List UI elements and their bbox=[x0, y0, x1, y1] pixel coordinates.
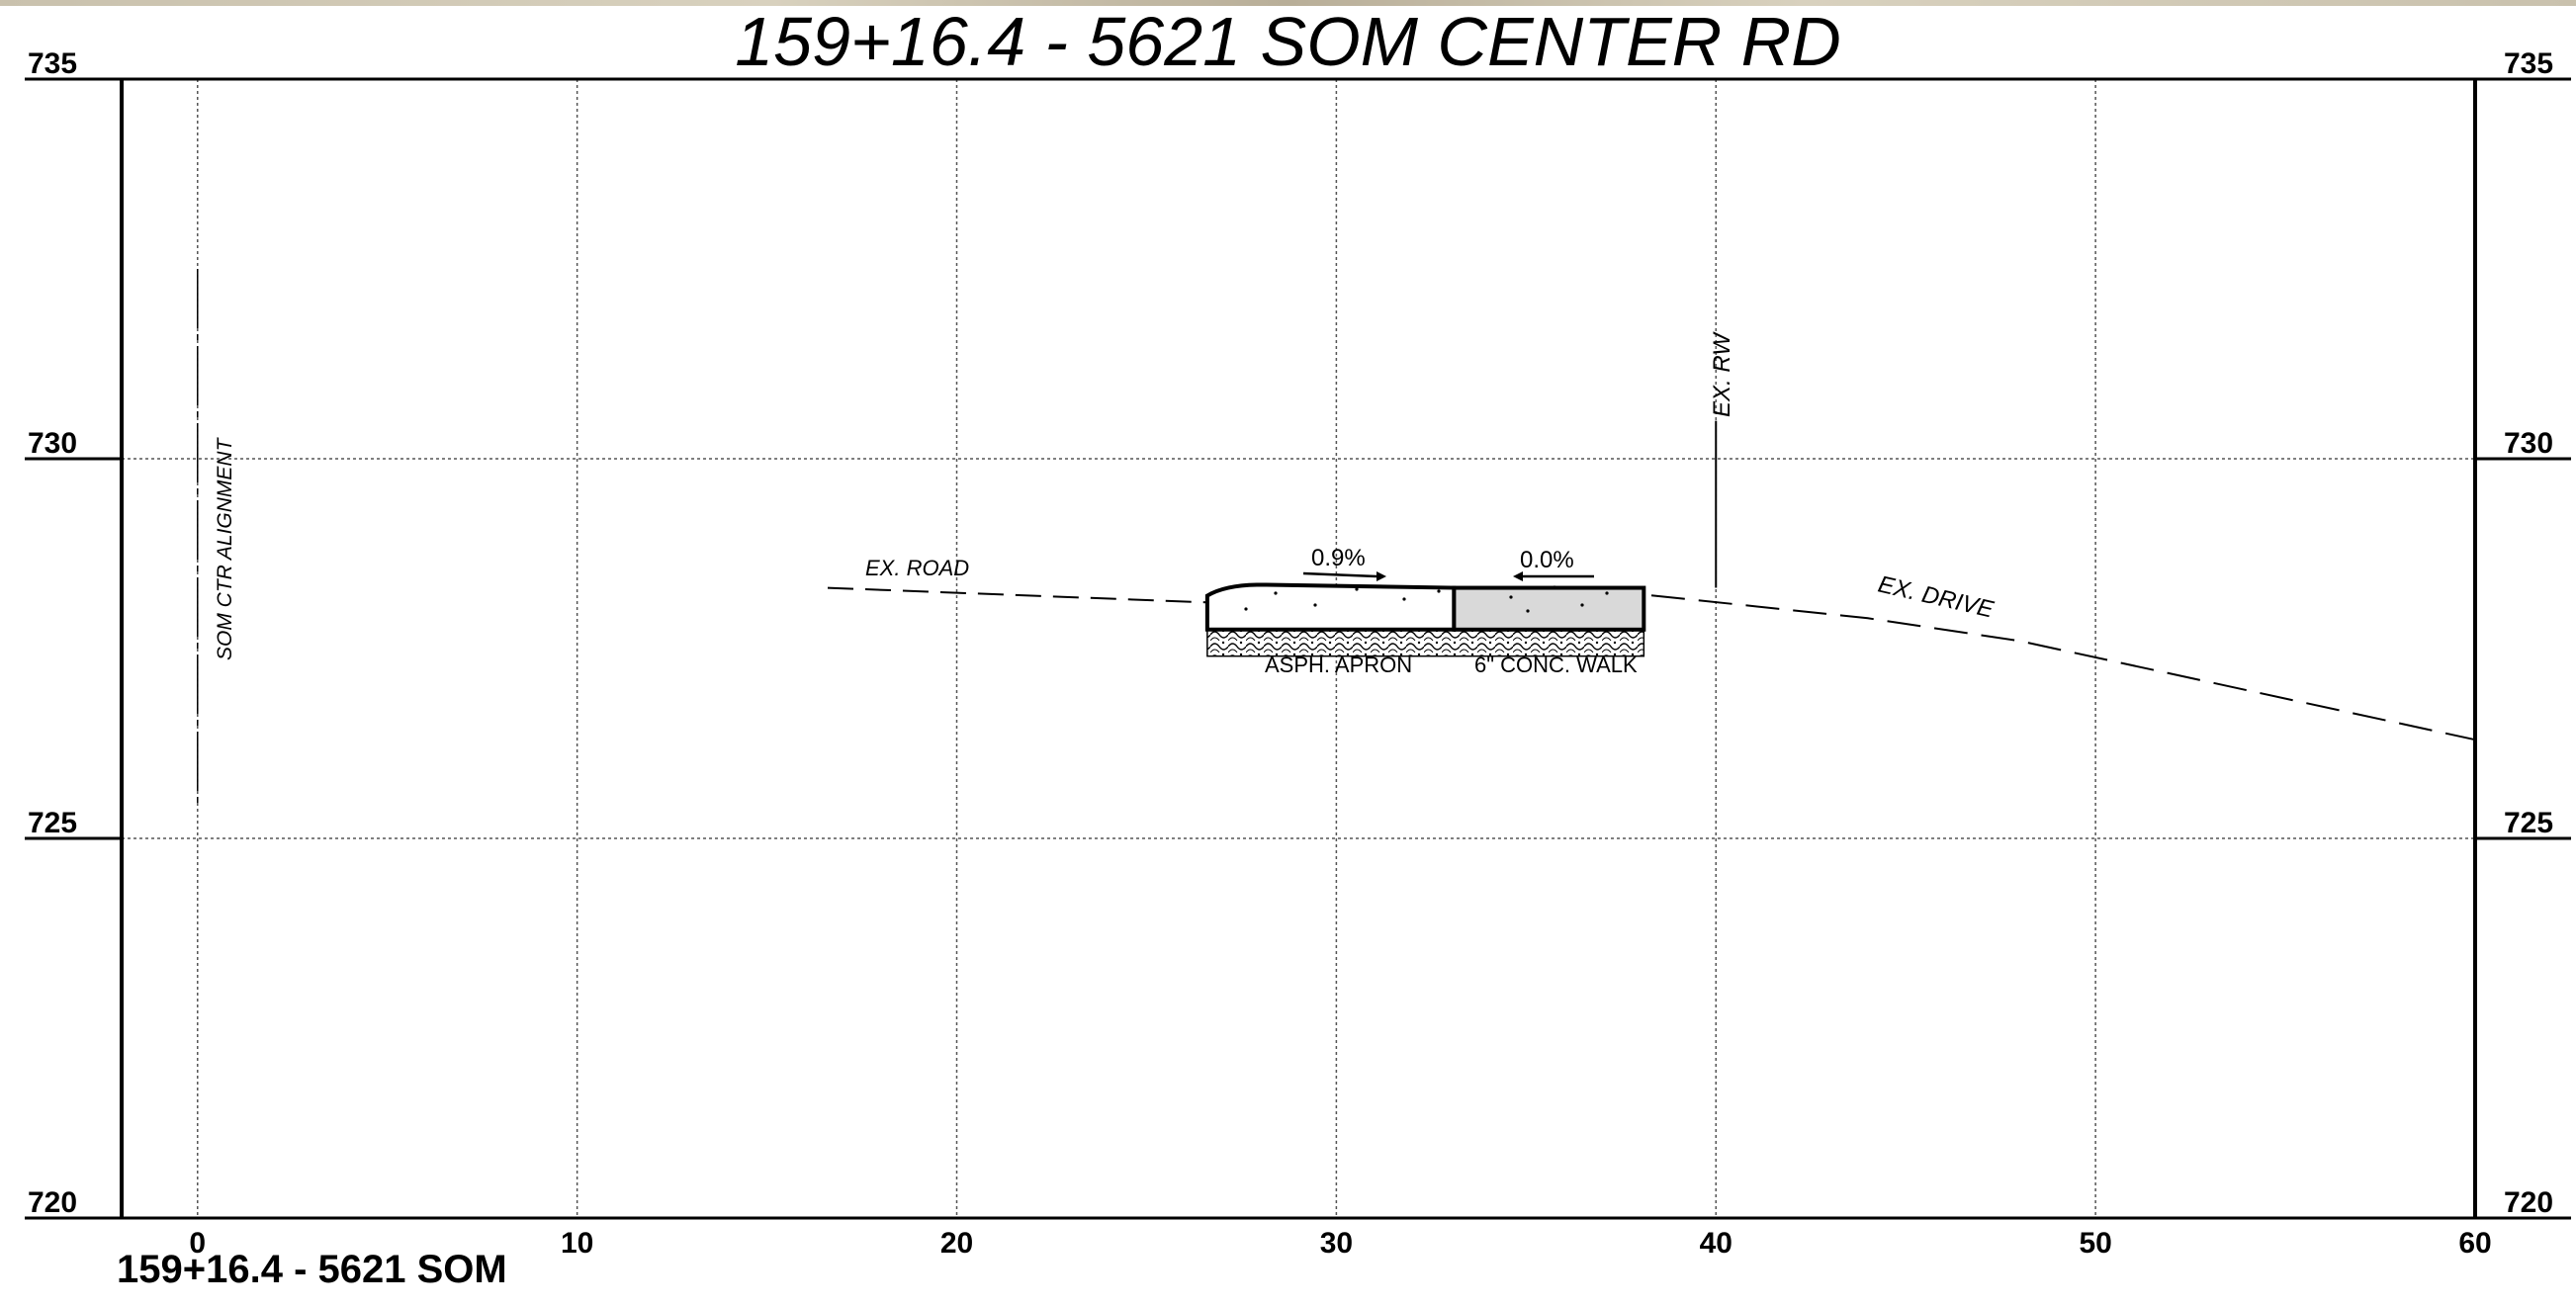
y-tick-label-right: 725 bbox=[2504, 807, 2553, 839]
alignment-label: SOM CTR ALIGNMENT bbox=[214, 436, 236, 660]
ex-drive-label: EX. DRIVE bbox=[1876, 571, 1998, 624]
concrete-walk bbox=[1452, 585, 1646, 632]
x-tick-label: 10 bbox=[561, 1227, 593, 1260]
texture-dot bbox=[1509, 595, 1513, 599]
background-strip bbox=[0, 0, 2576, 6]
asphalt-apron bbox=[1204, 582, 1457, 632]
texture-dot bbox=[1580, 603, 1584, 607]
y-tick-label-left: 725 bbox=[28, 807, 77, 839]
texture-dot bbox=[1274, 591, 1278, 595]
ex-rw-label: EX. RW bbox=[1709, 331, 1735, 417]
ex-road-line bbox=[827, 586, 1223, 604]
texture-dot bbox=[1313, 603, 1317, 607]
x-tick-label: 50 bbox=[2079, 1227, 2111, 1260]
texture-dot bbox=[1526, 609, 1530, 613]
texture-dot bbox=[1553, 585, 1556, 589]
walk-slope-arrowhead bbox=[1513, 571, 1523, 581]
y-tick-label-left: 720 bbox=[28, 1186, 77, 1219]
y-tick-label-right: 735 bbox=[2504, 47, 2553, 80]
ex-road-label: EX. ROAD bbox=[865, 556, 969, 580]
apron-slope-label: 0.9% bbox=[1311, 545, 1366, 571]
x-tick-label: 40 bbox=[1700, 1227, 1732, 1260]
apron-slope-arrow bbox=[1302, 571, 1377, 578]
apron-slope-arrowhead bbox=[1377, 571, 1386, 581]
texture-dot bbox=[1437, 589, 1441, 593]
y-tick-label-left: 730 bbox=[28, 427, 77, 460]
walk-slope-label: 0.0% bbox=[1520, 547, 1574, 573]
x-tick-label: 30 bbox=[1320, 1227, 1353, 1260]
asph-apron-label: ASPH. APRON bbox=[1265, 653, 1412, 677]
y-tick-label-right: 720 bbox=[2504, 1186, 2553, 1219]
texture-dot bbox=[1355, 587, 1359, 591]
ex-drive-line bbox=[1650, 594, 2476, 741]
texture-dot bbox=[1605, 591, 1609, 595]
y-tick-label-left: 735 bbox=[28, 47, 77, 80]
texture-dot bbox=[1244, 607, 1248, 611]
x-tick-label: 20 bbox=[940, 1227, 973, 1260]
y-tick-label-right: 730 bbox=[2504, 427, 2553, 460]
footer-label: 159+16.4 - 5621 SOM bbox=[117, 1248, 507, 1291]
conc-walk-label: 6" CONC. WALK bbox=[1474, 653, 1638, 677]
drawing-title: 159+16.4 - 5621 SOM CENTER RD bbox=[735, 3, 1841, 80]
base-course bbox=[1206, 629, 1645, 657]
texture-dot bbox=[1402, 597, 1406, 601]
x-tick-label: 60 bbox=[2458, 1227, 2491, 1260]
x-tick-label: 0 bbox=[189, 1227, 206, 1260]
